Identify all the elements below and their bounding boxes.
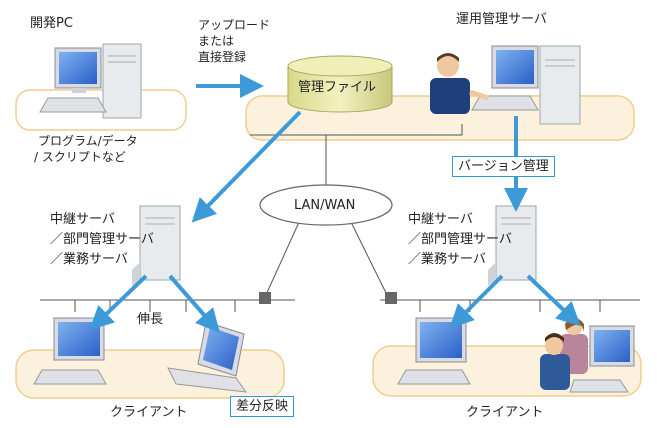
upload-label-1: アップロード	[198, 18, 271, 32]
upload-label-2: または	[198, 34, 235, 48]
dev-pc-sublabel-1: プログラム/データ	[38, 134, 138, 148]
extend-label: 伸長	[137, 312, 164, 327]
version-mgmt-badge: バージョン管理	[452, 156, 555, 177]
relay-left-label-3: ／業務サーバ	[50, 252, 128, 267]
server-tower-icon	[488, 205, 537, 286]
relay-right-label-3: ／業務サーバ	[408, 252, 486, 267]
hub-icon	[385, 292, 397, 304]
network-label: LAN/WAN	[294, 198, 356, 213]
network-lines	[40, 124, 640, 312]
hub-icon	[259, 292, 271, 304]
client-left-label: クライアント	[110, 405, 188, 420]
dev-pc-sublabel-2: / スクリプトなど	[34, 150, 126, 164]
person-icon	[540, 317, 635, 393]
relay-right-label-2: ／部門管理サーバ	[408, 232, 512, 247]
flow-arrows	[89, 74, 581, 334]
ops-server-label: 運用管理サーバ	[456, 12, 547, 27]
person-icon	[430, 53, 489, 114]
network-cloud-icon	[259, 184, 393, 226]
laptop-icon	[167, 321, 248, 393]
relay-left-label-2: ／部門管理サーバ	[50, 232, 154, 247]
mgmt-file-label: 管理ファイル	[298, 80, 377, 95]
relay-left-label-1: 中継サーバ	[50, 212, 115, 227]
relay-right-label-1: 中継サーバ	[408, 212, 473, 227]
dev-pc	[39, 43, 142, 119]
dev-pc-label: 開発PC	[30, 16, 73, 31]
desktop-pc-icon	[33, 317, 107, 385]
client-right-label: クライアント	[466, 405, 544, 420]
diff-apply-badge: 差分反映	[230, 396, 295, 417]
server-tower-icon	[132, 205, 181, 286]
upload-label-3: 直接登録	[198, 50, 247, 64]
ops-server	[430, 45, 581, 125]
database-cylinder-icon	[287, 55, 393, 113]
